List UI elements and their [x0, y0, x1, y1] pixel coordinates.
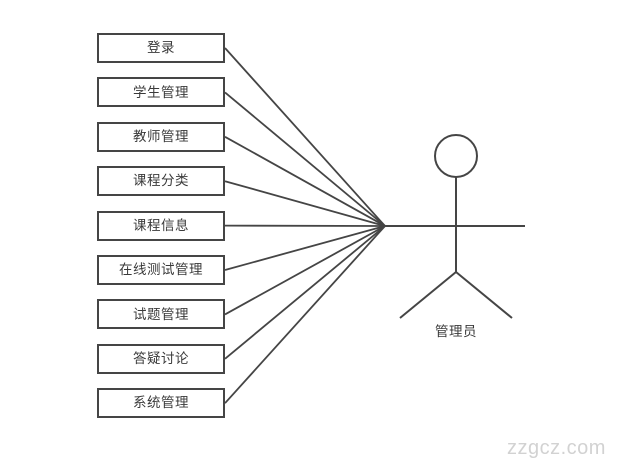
use-case-label: 登录	[147, 40, 175, 56]
actor-head-icon	[434, 134, 478, 178]
use-case-qa-discussion[interactable]: 答疑讨论	[97, 343, 225, 374]
association-line-login	[224, 47, 386, 227]
use-case-course-info[interactable]: 课程信息	[97, 210, 225, 241]
actor-stick-figure	[385, 134, 525, 319]
association-lines-group	[224, 47, 386, 404]
use-case-label: 系统管理	[133, 395, 189, 411]
use-case-course-category[interactable]: 课程分类	[97, 166, 225, 197]
use-case-student-mgmt[interactable]: 学生管理	[97, 77, 225, 108]
actor-left-leg-line	[399, 271, 457, 319]
association-line-teacher-mgmt	[224, 136, 386, 227]
use-case-exam-question-mgmt[interactable]: 试题管理	[97, 299, 225, 330]
actor-right-leg-line	[455, 271, 513, 319]
use-case-teacher-mgmt[interactable]: 教师管理	[97, 121, 225, 152]
association-line-online-test-mgmt	[224, 225, 386, 271]
use-case-label: 课程分类	[133, 173, 189, 189]
use-case-label: 教师管理	[133, 129, 189, 145]
association-line-system-mgmt	[224, 225, 386, 404]
use-case-online-test-mgmt[interactable]: 在线测试管理	[97, 255, 225, 285]
use-case-label: 学生管理	[133, 84, 189, 100]
watermark: zzgcz.com	[507, 437, 606, 459]
use-case-label: 答疑讨论	[133, 351, 189, 367]
use-case-login[interactable]: 登录	[97, 33, 225, 63]
use-case-label: 课程信息	[133, 217, 189, 233]
association-line-exam-question-mgmt	[224, 225, 386, 316]
association-line-qa-discussion	[224, 225, 386, 360]
actor-label: 管理员	[435, 324, 477, 339]
use-case-system-mgmt[interactable]: 系统管理	[97, 388, 225, 419]
association-line-student-mgmt	[224, 91, 386, 227]
use-case-label: 在线测试管理	[119, 262, 203, 278]
association-line-course-category	[224, 180, 386, 227]
use-case-label: 试题管理	[133, 306, 189, 322]
